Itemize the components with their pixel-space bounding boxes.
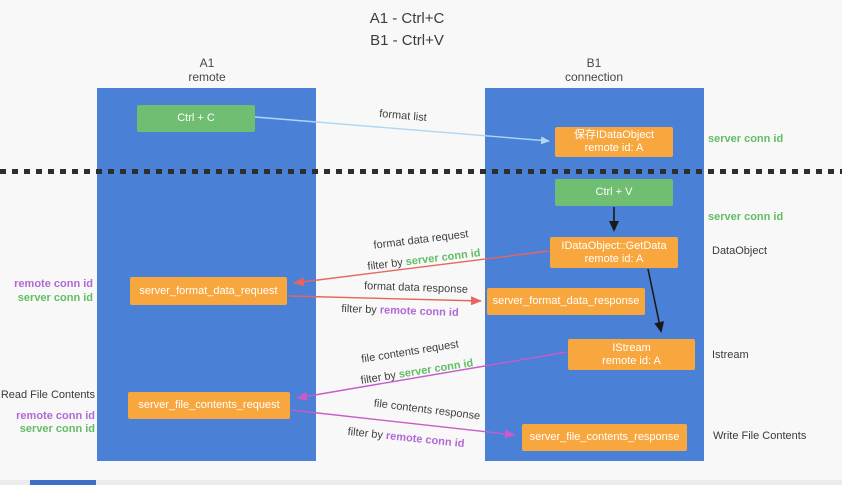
left-labels-file-request: Read File Contents remote conn id server… (1, 389, 95, 436)
filter-by-text: filter by (347, 425, 384, 442)
column-header-b1: B1 connection (565, 56, 623, 84)
node-server-format-data-request: server_format_data_request (130, 277, 287, 305)
title-line-1: A1 - Ctrl+C (369, 10, 445, 27)
filter-by-text: filter by (359, 369, 397, 387)
left-server-conn-id-1: server conn id (17, 292, 93, 304)
node-idataobject-getdata: IDataObject::GetData remote id: A (550, 237, 678, 268)
node-ctrl-v: Ctrl + V (555, 179, 673, 206)
dotted-separator-line (0, 169, 842, 174)
label-file-contents-response: file contents response (373, 397, 481, 423)
filter-by-text: filter by (366, 256, 404, 273)
filter-by-text: filter by (341, 302, 378, 317)
bottom-edge (0, 480, 842, 485)
node-ctrl-c: Ctrl + C (137, 105, 255, 132)
node-file-request-label: server_file_contents_request (138, 399, 280, 411)
bottom-edge-fragment (30, 480, 96, 485)
node-ctrl-v-label: Ctrl + V (595, 186, 633, 198)
label-filter-by-server-conn-id-1: filter by server conn id (367, 247, 481, 273)
node-istream-line2: remote id: A (602, 354, 661, 367)
left-read-file-contents: Read File Contents (0, 389, 95, 401)
node-getdata-line2: remote id: A (584, 252, 644, 265)
arrow-format-data-response (288, 295, 482, 306)
side-label-dataobject: DataObject (712, 245, 768, 257)
node-getdata-line1: IDataObject::GetData (561, 239, 667, 252)
label-format-data-response: format data response (363, 280, 469, 296)
node-save-idataobject-line2: remote id: A (584, 142, 644, 154)
node-ctrl-c-label: Ctrl + C (177, 112, 215, 124)
label-filter-by-remote-conn-id-1: filter by remote conn id (341, 303, 459, 319)
column-b1-subtitle: connection (564, 70, 624, 84)
node-server-file-contents-response: server_file_contents_response (522, 424, 687, 451)
node-server-format-data-response: server_format_data_response (487, 288, 645, 315)
node-save-idataobject-line1: 保存IDataObject (573, 129, 655, 141)
node-file-response-label: server_file_contents_response (529, 431, 680, 443)
node-istream: IStream remote id: A (568, 339, 695, 370)
left-remote-conn-id-1: remote conn id (14, 278, 93, 290)
column-header-a1: A1 remote (188, 56, 225, 84)
column-a1-subtitle: remote (188, 70, 226, 84)
label-filter-by-remote-conn-id-2: filter by remote conn id (347, 426, 465, 450)
side-label-server-conn-id-mid: server conn id (708, 211, 784, 223)
remote-conn-id-highlight: remote conn id (385, 429, 465, 451)
node-format-response-label: server_format_data_response (492, 295, 640, 307)
left-server-conn-id-2: server conn id (19, 423, 95, 435)
column-b1-name: B1 (586, 56, 602, 70)
left-labels-format-request: remote conn id server conn id (14, 277, 93, 305)
left-remote-conn-id-2: remote conn id (16, 410, 95, 422)
server-conn-id-highlight: server conn id (405, 247, 482, 269)
label-format-data-request: format data request (372, 228, 470, 252)
side-label-server-conn-id-top: server conn id (708, 133, 784, 145)
side-label-write-file-contents: Write File Contents (713, 430, 807, 442)
node-server-file-contents-request: server_file_contents_request (128, 392, 290, 419)
server-conn-id-highlight: server conn id (397, 357, 475, 381)
label-format-list: format list (378, 107, 428, 125)
node-istream-line1: IStream (612, 341, 651, 354)
node-save-idataobject: 保存IDataObject remote id: A (555, 127, 673, 157)
column-a1-name: A1 (199, 56, 215, 70)
title-line-2: B1 - Ctrl+V (370, 32, 444, 49)
side-label-istream: Istream (712, 349, 749, 361)
diagram-title: A1 - Ctrl+C B1 - Ctrl+V (370, 8, 445, 52)
node-format-request-label: server_format_data_request (139, 284, 278, 297)
remote-conn-id-highlight: remote conn id (379, 304, 459, 320)
